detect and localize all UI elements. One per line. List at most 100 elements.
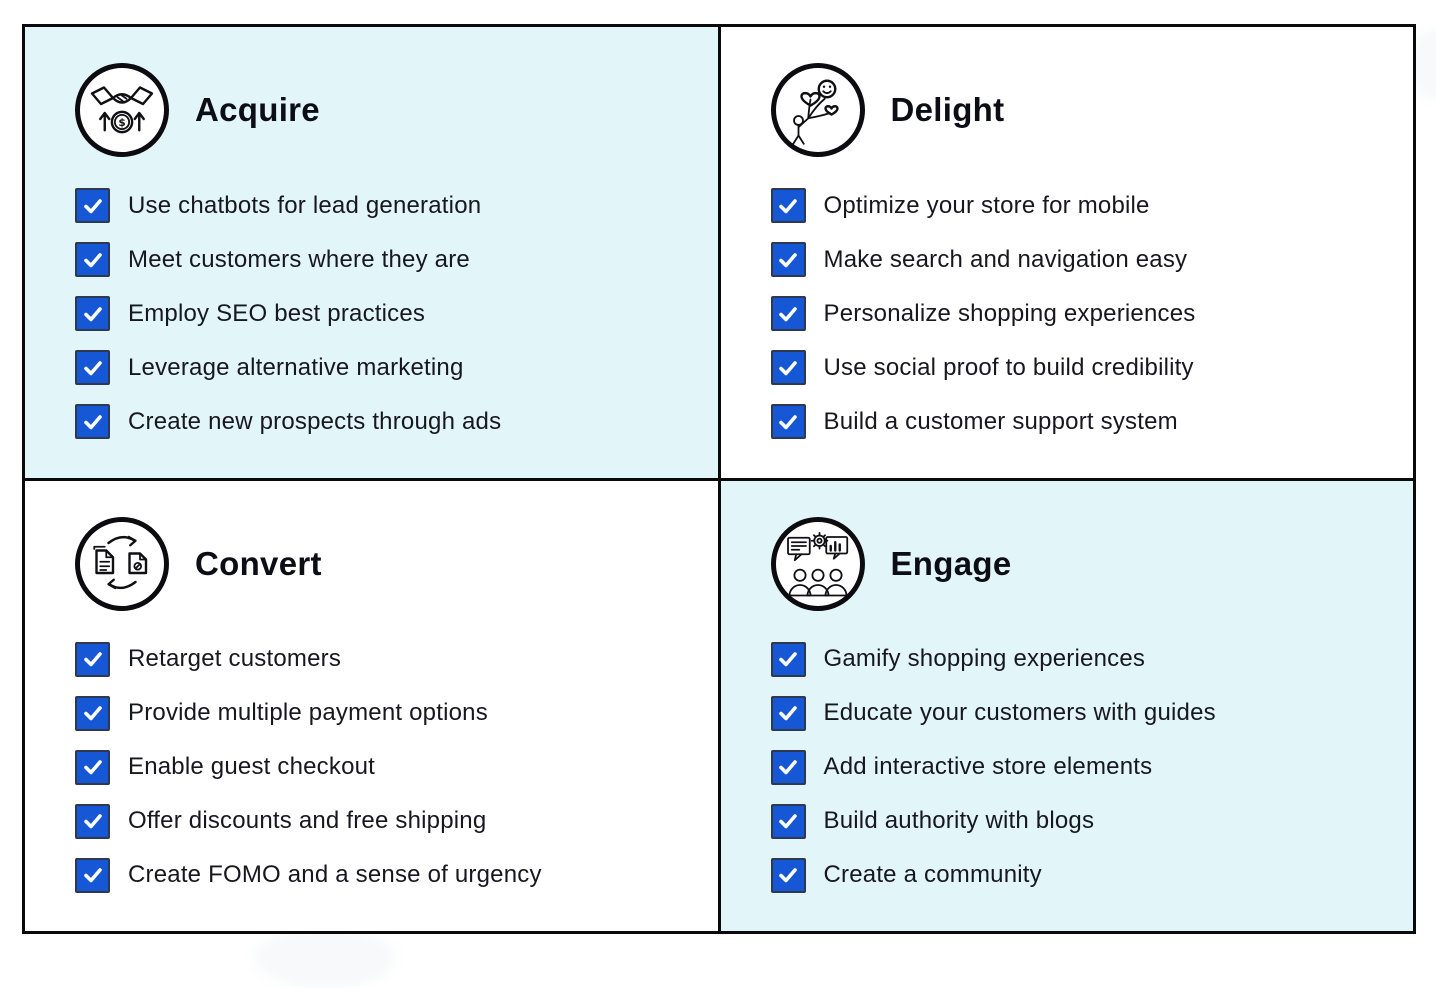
check-icon (779, 198, 797, 213)
checkbox-checked[interactable] (770, 641, 806, 677)
checkbox-checked[interactable] (770, 857, 806, 893)
checklist-item: Meet customers where they are (75, 242, 682, 277)
checklist-item: Add interactive store elements (770, 749, 1378, 785)
checkbox-checked[interactable] (770, 404, 806, 439)
quadrant-convert: Convert Retarget customers Provide multi… (25, 480, 718, 931)
check-icon (83, 360, 102, 375)
item-label: Create a community (823, 861, 1042, 888)
balloons-smiley-icon (770, 63, 865, 157)
checkbox-checked[interactable] (770, 296, 806, 331)
checkbox-checked[interactable] (770, 188, 806, 223)
check-icon (779, 252, 797, 267)
checklist-item: Make search and navigation easy (770, 242, 1378, 277)
item-label: Use chatbots for lead generation (128, 191, 482, 219)
item-label: Create new prospects through ads (128, 407, 502, 435)
quadrant-title: Acquire (195, 91, 320, 128)
check-icon (83, 868, 102, 883)
check-icon (83, 760, 102, 775)
svg-text:$: $ (118, 117, 125, 129)
item-label: Provide multiple payment options (128, 699, 488, 726)
check-icon (779, 652, 797, 667)
item-label: Build a customer support system (823, 407, 1178, 435)
checklist-item: Use social proof to build credibility (770, 350, 1378, 385)
checklist-item: Create new prospects through ads (75, 404, 682, 439)
checkbox-checked[interactable] (75, 749, 110, 785)
check-icon (779, 414, 797, 429)
quadrant-title: Convert (195, 544, 322, 582)
check-icon (779, 760, 797, 775)
checkbox-checked[interactable] (75, 296, 110, 331)
checklist-item: Gamify shopping experiences (770, 641, 1378, 677)
item-label: Employ SEO best practices (128, 299, 426, 327)
item-label: Gamify shopping experiences (823, 645, 1146, 672)
item-label: Offer discounts and free shipping (128, 807, 487, 834)
item-label: Retarget customers (128, 645, 342, 672)
checklist: Retarget customers Provide multiple paym… (75, 641, 682, 893)
check-icon (779, 306, 797, 321)
check-icon (83, 306, 102, 321)
checkbox-checked[interactable] (770, 749, 806, 785)
quadrant-header: Engage (770, 516, 1378, 611)
check-icon (83, 252, 102, 267)
checklist-item: Build authority with blogs (770, 803, 1378, 839)
checkbox-checked[interactable] (75, 641, 110, 677)
item-label: Personalize shopping experiences (823, 299, 1196, 327)
checklist-item: Create FOMO and a sense of urgency (75, 857, 682, 893)
checkbox-checked[interactable] (75, 803, 110, 839)
checklist-item: Provide multiple payment options (75, 695, 682, 731)
checklist-item: Retarget customers (75, 641, 682, 677)
quadrant-title: Delight (890, 91, 1005, 128)
strategy-matrix: $ Acquire Use chatbots for lead generati… (22, 24, 1416, 934)
checkbox-checked[interactable] (770, 695, 806, 731)
checkbox-checked[interactable] (75, 695, 110, 731)
team-discussion-icon (770, 516, 865, 611)
quadrant-engage: Engage Gamify shopping experiences Educa… (720, 480, 1413, 931)
item-label: Educate your customers with guides (823, 699, 1216, 726)
checklist-item: Leverage alternative marketing (75, 350, 682, 385)
check-icon (83, 652, 102, 667)
checklist-item: Educate your customers with guides (770, 695, 1378, 731)
item-label: Use social proof to build credibility (823, 353, 1194, 381)
quadrant-header: $ Acquire (75, 63, 682, 157)
item-label: Build authority with blogs (823, 807, 1095, 834)
quadrant-acquire: $ Acquire Use chatbots for lead generati… (25, 27, 718, 478)
checklist-item: Build a customer support system (770, 404, 1378, 439)
checkbox-checked[interactable] (770, 350, 806, 385)
item-label: Add interactive store elements (823, 753, 1153, 780)
checklist-item: Enable guest checkout (75, 749, 682, 785)
checklist-item: Employ SEO best practices (75, 296, 682, 331)
quadrant-delight: Delight Optimize your store for mobile M… (720, 27, 1413, 478)
checklist-item: Use chatbots for lead generation (75, 188, 682, 223)
checklist-item: Optimize your store for mobile (770, 188, 1378, 223)
checkbox-checked[interactable] (75, 242, 110, 277)
quadrant-header: Delight (770, 63, 1378, 157)
item-label: Meet customers where they are (128, 245, 470, 273)
item-label: Make search and navigation easy (823, 245, 1188, 273)
item-label: Enable guest checkout (128, 753, 376, 780)
handshake-money-icon: $ (75, 63, 169, 157)
checkbox-checked[interactable] (75, 350, 110, 385)
check-icon (83, 814, 102, 829)
document-conversion-icon (75, 516, 169, 611)
checkbox-checked[interactable] (75, 404, 110, 439)
checklist-item: Create a community (770, 857, 1378, 893)
background-blob (255, 928, 395, 988)
check-icon (83, 414, 102, 429)
checkbox-checked[interactable] (770, 803, 806, 839)
check-icon (83, 706, 102, 721)
checklist: Gamify shopping experiences Educate your… (770, 641, 1378, 893)
check-icon (779, 868, 797, 883)
checklist-item: Personalize shopping experiences (770, 296, 1378, 331)
checkbox-checked[interactable] (75, 188, 110, 223)
item-label: Optimize your store for mobile (823, 191, 1150, 219)
checklist: Use chatbots for lead generation Meet cu… (75, 188, 682, 439)
check-icon (779, 814, 797, 829)
check-icon (779, 360, 797, 375)
check-icon (779, 706, 797, 721)
checkbox-checked[interactable] (770, 242, 806, 277)
checklist-item: Offer discounts and free shipping (75, 803, 682, 839)
check-icon (83, 198, 102, 213)
checklist: Optimize your store for mobile Make sear… (770, 188, 1378, 439)
checkbox-checked[interactable] (75, 857, 110, 893)
quadrant-header: Convert (75, 516, 682, 611)
